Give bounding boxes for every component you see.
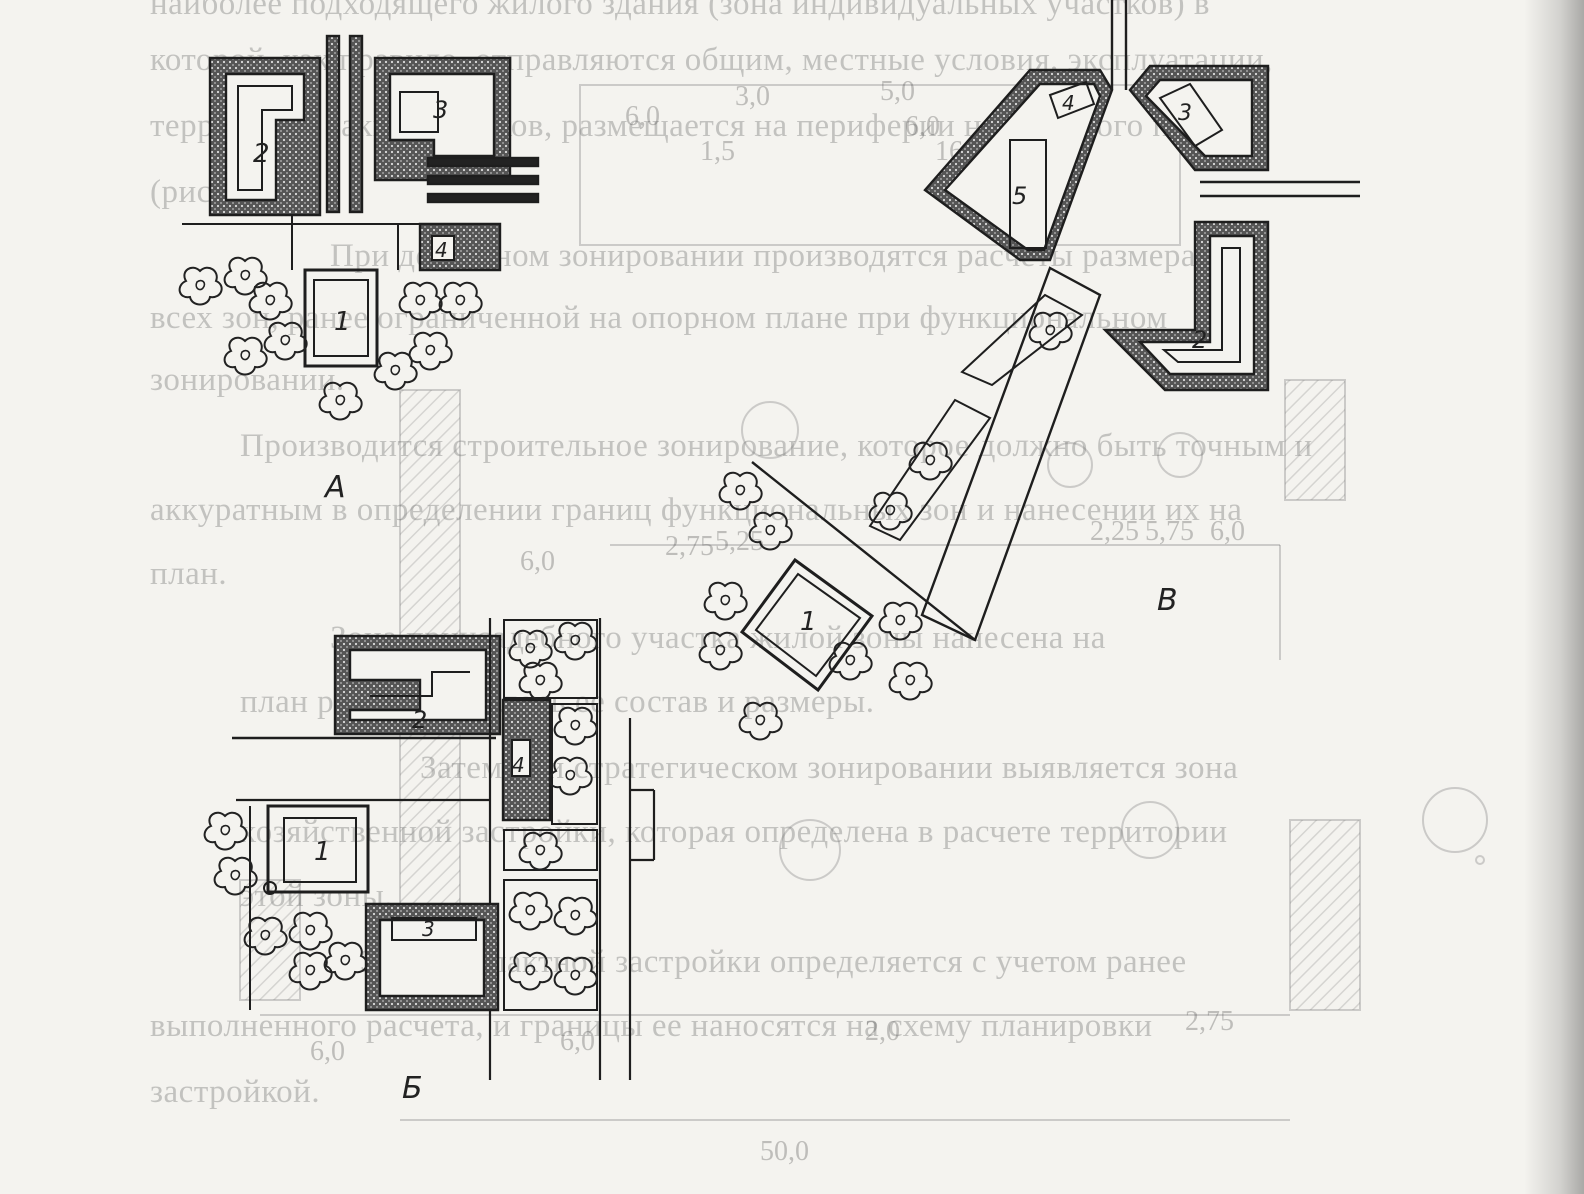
svg-text:5,75: 5,75 bbox=[1145, 516, 1194, 547]
scheme-b-zone-1-label: 1 bbox=[314, 837, 331, 867]
scheme-v-zone-2-label: 2 bbox=[1192, 326, 1207, 354]
svg-text:6,0: 6,0 bbox=[310, 1036, 345, 1067]
svg-text:50,0: 50,0 bbox=[760, 1136, 809, 1167]
scheme-v-zone-3-label: 3 bbox=[1178, 101, 1192, 126]
page-edge-shadow bbox=[1524, 0, 1584, 1194]
scheme-v-caption: В bbox=[1157, 583, 1178, 618]
scheme-a-zone-1-label: 1 bbox=[334, 307, 351, 337]
scheme-a bbox=[178, 34, 540, 421]
svg-text:6,0: 6,0 bbox=[1210, 516, 1245, 547]
bleed-line: найболее подходящего жилого здания (зона… bbox=[150, 0, 1210, 22]
scheme-v bbox=[698, 0, 1360, 741]
svg-text:2,25: 2,25 bbox=[1090, 516, 1139, 547]
scheme-b bbox=[203, 618, 656, 1080]
svg-text:1,5: 1,5 bbox=[700, 136, 735, 167]
bleed-line: аккуратным в определении границ функцион… bbox=[150, 492, 1243, 528]
scheme-a-zone-4-label: 4 bbox=[435, 238, 448, 262]
svg-text:6,0: 6,0 bbox=[560, 1026, 595, 1057]
svg-text:6,0: 6,0 bbox=[905, 111, 940, 142]
scheme-b-zone-3-label: 3 bbox=[422, 917, 435, 941]
scheme-v-zone-4-label: 4 bbox=[1062, 91, 1075, 115]
scheme-a-caption: А bbox=[323, 470, 346, 505]
svg-text:2,0: 2,0 bbox=[865, 1016, 900, 1047]
bleed-line: выполненного расчета, и границы ее нанос… bbox=[150, 1008, 1153, 1044]
svg-text:5,0: 5,0 bbox=[880, 76, 915, 107]
scheme-v-zone-5-label: 5 bbox=[1012, 182, 1027, 210]
bleed-line: всех зон, ранее ограниченной на опорном … bbox=[150, 300, 1168, 336]
scheme-b-zone-2-label: 2 bbox=[412, 706, 427, 734]
bleed-dimensions: 6,0 3,0 1,5 5,0 6,0 1 6,0 6,0 2,25 5,75 2… bbox=[310, 76, 1245, 1167]
svg-text:3,0: 3,0 bbox=[735, 81, 770, 112]
bleed-line: застройкой. bbox=[150, 1074, 321, 1110]
bleed-line: Затем при стратегическом зонировании выя… bbox=[420, 750, 1239, 786]
bleed-line: зонировании. bbox=[150, 362, 345, 398]
svg-text:2,75: 2,75 bbox=[665, 531, 714, 562]
scheme-a-zone-3-label: 3 bbox=[433, 96, 448, 124]
scheme-a-zone-2-label: 2 bbox=[253, 139, 270, 169]
scheme-b-zone-4-label: 4 bbox=[512, 753, 525, 777]
svg-text:2,75: 2,75 bbox=[1185, 1006, 1234, 1037]
svg-text:6,0: 6,0 bbox=[625, 101, 660, 132]
svg-text:6,0: 6,0 bbox=[520, 546, 555, 577]
bleed-line: план. bbox=[150, 556, 228, 592]
scheme-v-zone-1-label: 1 bbox=[800, 607, 817, 637]
scheme-b-caption: Б bbox=[402, 1071, 423, 1106]
